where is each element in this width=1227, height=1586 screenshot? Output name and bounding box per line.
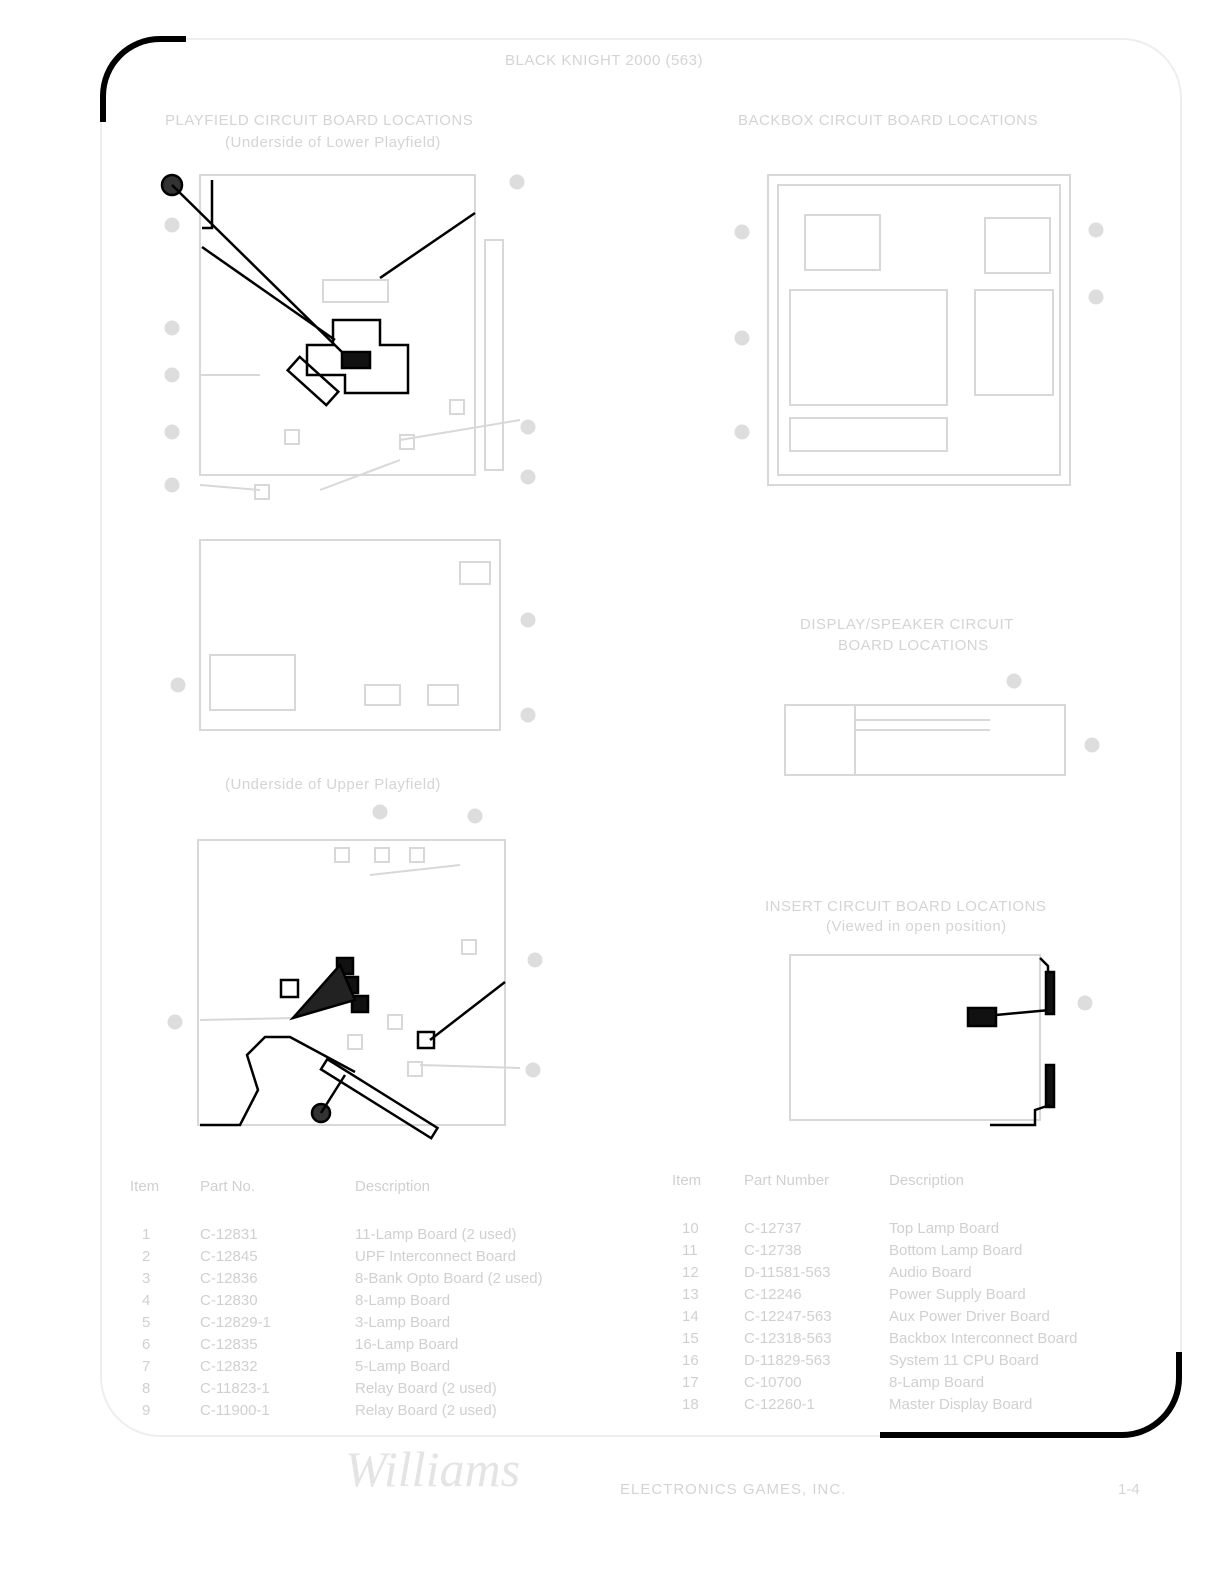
playfield-subtitle: (Underside of Lower Playfield) [225, 134, 441, 151]
upper-subtitle: (Underside of Upper Playfield) [225, 776, 441, 793]
display-title: DISPLAY/SPEAKER CIRCUIT [800, 616, 1014, 633]
lower-playfield-bottom-outline [199, 539, 501, 731]
frame-corner-top-left [100, 36, 186, 122]
col-item: Item [130, 1178, 160, 1195]
table-header: Item Part Number Description [672, 1172, 1077, 1217]
frame-corner-bottom-right [880, 1352, 1182, 1438]
insert-title: INSERT CIRCUIT BOARD LOCATIONS [765, 898, 1047, 915]
dark-ink-marks [160, 173, 1056, 1140]
col-description: Description [889, 1172, 965, 1189]
page-title: BLACK KNIGHT 2000 (563) [505, 52, 703, 69]
col-item: Item [672, 1172, 702, 1189]
williams-logo: Williams [345, 1441, 521, 1497]
backbox-title: BACKBOX CIRCUIT BOARD LOCATIONS [738, 112, 1038, 129]
col-part-no: Part No. [200, 1178, 256, 1195]
insert-subtitle: (Viewed in open position) [826, 918, 1007, 935]
display-title-2: BOARD LOCATIONS [838, 637, 989, 654]
page-frame [100, 38, 1182, 1437]
lower-playfield-outline [199, 174, 476, 476]
footer-company: ELECTRONICS GAMES, INC. [620, 1481, 847, 1498]
page-number: 1-4 [1118, 1481, 1140, 1498]
playfield-title: PLAYFIELD CIRCUIT BOARD LOCATIONS [165, 112, 474, 129]
col-description: Description [355, 1178, 431, 1195]
col-part-number: Part Number [744, 1172, 830, 1189]
table-header: Item Part No. Description [130, 1178, 543, 1223]
